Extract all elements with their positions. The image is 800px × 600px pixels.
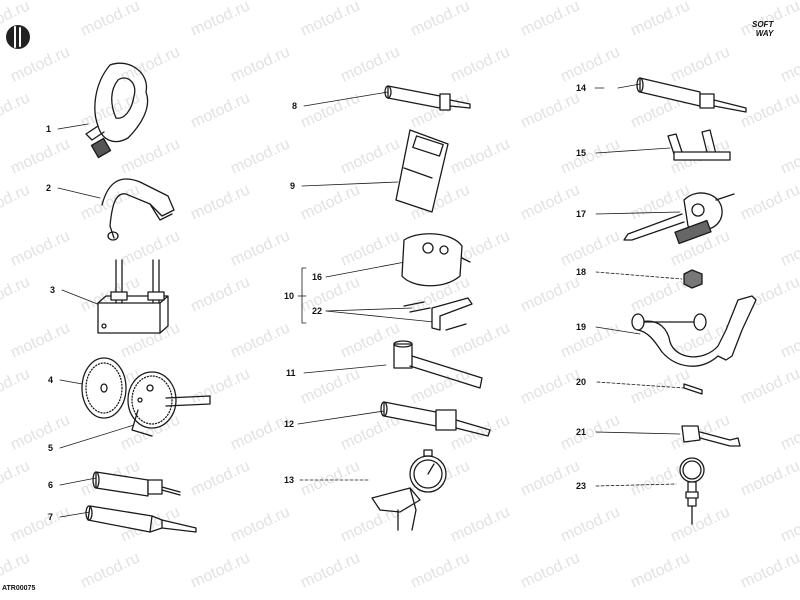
brand-logo: SOFT WAY	[752, 20, 773, 38]
tool-19-yoke	[631, 295, 757, 367]
callout-15: 15	[576, 148, 587, 158]
publisher-logo	[6, 25, 30, 49]
tool-13-dial-gauge	[371, 449, 447, 531]
callout-2: 2	[46, 183, 52, 193]
callout-9: 9	[290, 181, 296, 191]
callout-12: 12	[284, 419, 295, 429]
tool-21-holder	[681, 425, 741, 447]
tool-14-long-rod	[636, 77, 747, 113]
callout-3: 3	[50, 285, 56, 295]
callout-21: 21	[576, 427, 587, 437]
callout-7: 7	[48, 512, 54, 522]
tool-11-t-spanner	[393, 340, 483, 389]
tool-2-bent-wrench	[101, 178, 175, 241]
brand-line-2: WAY	[755, 29, 774, 38]
callout-13: 13	[284, 475, 295, 485]
tool-12-drift	[380, 401, 491, 437]
callout-19: 19	[576, 322, 587, 332]
tool-18-nut	[683, 269, 703, 289]
tool-8-punch	[384, 85, 471, 111]
callout-20: 20	[576, 377, 587, 387]
tool-15-bracket	[667, 129, 731, 161]
callout-11: 11	[286, 368, 296, 378]
brand-line-1: SOFT	[752, 20, 774, 29]
drawing-code: ATR00075	[2, 585, 36, 592]
tool-3-stud-plate	[97, 259, 169, 334]
callout-1: 1	[46, 124, 52, 134]
tool-5-disc-holder	[127, 371, 211, 437]
callout-4: 4	[48, 375, 54, 385]
callout-22: 22	[312, 306, 323, 316]
tool-17-puller	[623, 192, 735, 245]
tool-7-driver	[85, 505, 197, 533]
callout-5: 5	[48, 443, 54, 453]
callout-6: 6	[48, 480, 54, 490]
callout-17: 17	[576, 209, 587, 219]
callout-18: 18	[576, 267, 587, 277]
callout-16: 16	[312, 272, 323, 282]
tool-20-pin	[683, 383, 703, 395]
callout-10: 10	[284, 291, 295, 301]
callout-14: 14	[576, 83, 587, 93]
tool-1-clamp	[85, 62, 149, 159]
callout-8: 8	[292, 101, 298, 111]
tool-4-degree-wheel	[81, 357, 127, 419]
leader-lines	[57, 83, 685, 518]
tool-16-housing	[401, 233, 471, 287]
tool-9-tester	[395, 129, 449, 213]
tool-6-pin-puller	[92, 471, 181, 497]
tool-22-pins	[403, 297, 473, 331]
tool-23-dial-gauge	[679, 457, 705, 525]
callout-23: 23	[576, 481, 587, 491]
